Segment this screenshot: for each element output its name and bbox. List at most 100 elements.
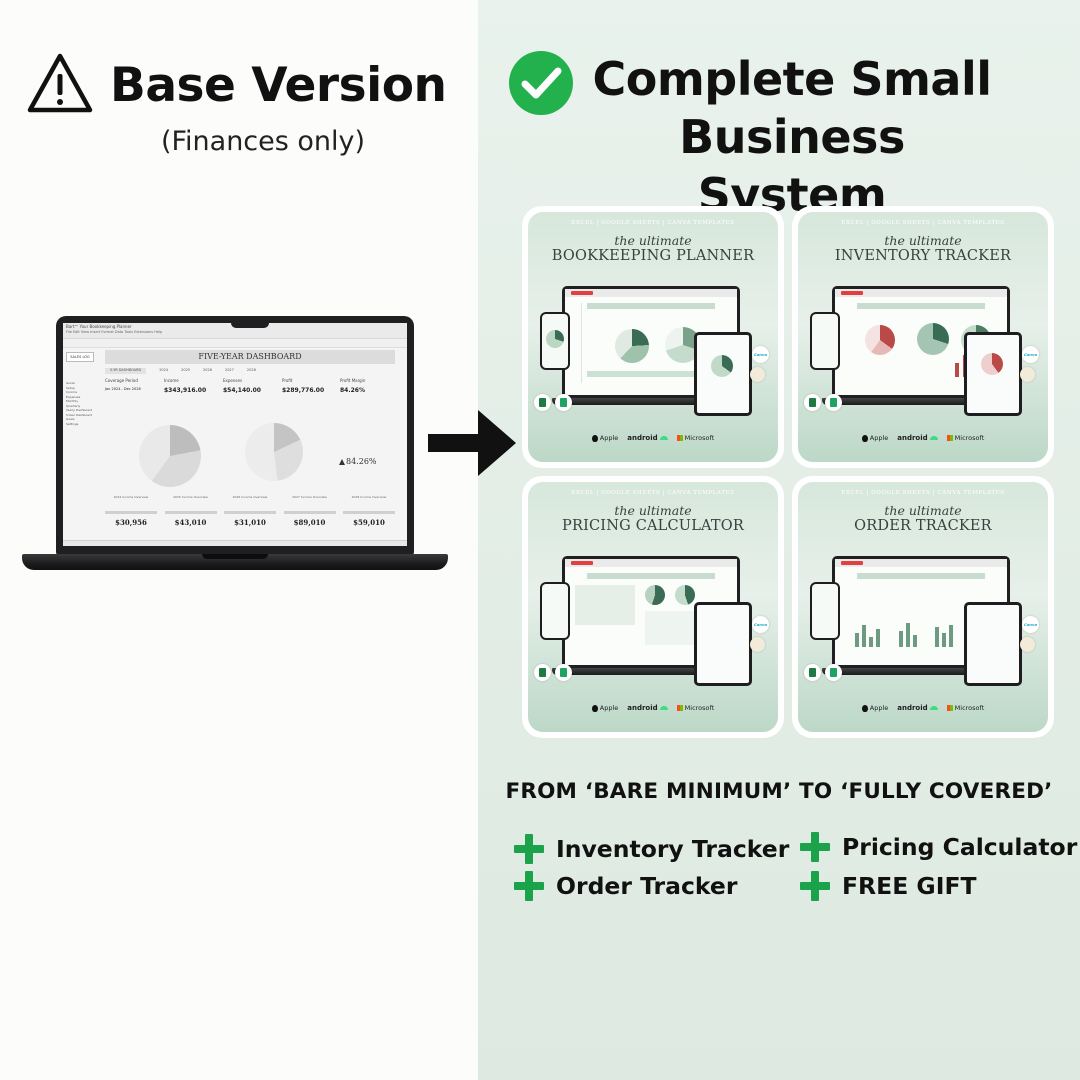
sheet-sidebar: Guide Setup Income Expenses Monthly Quar… (66, 381, 96, 426)
card-italic: the ultimate (884, 233, 962, 248)
kpi-label: Expenses (223, 378, 243, 383)
kpi-profit: Profit $289,776.00 (282, 378, 338, 402)
base-version-subtitle: (Finances only) (160, 126, 366, 157)
card-tablet (694, 332, 752, 416)
platform-logos: Apple android Microsoft (798, 434, 1048, 442)
card-bar (876, 629, 880, 647)
card-phone-screen (812, 584, 838, 638)
card-image: EXCEL | GOOGLE SHEETS | CANVA TEMPLATES … (528, 482, 778, 732)
card-bar (942, 633, 946, 647)
card-screen-topbar (835, 289, 1007, 297)
excel-icon (534, 394, 551, 411)
year-tab: 5-YR DASHBOARD (105, 368, 147, 374)
android-logo: android (897, 704, 938, 712)
apple-label: Apple (599, 704, 619, 712)
android-icon (929, 436, 938, 440)
card-title: ORDER TRACKER (854, 518, 992, 534)
card-italic: the ultimate (884, 503, 962, 518)
year-tab: 2027 (224, 368, 234, 372)
menu-bar: File Edit View Insert Format Data Tools … (66, 330, 163, 334)
year-summary-row: 2024 Income Overview $30,956 2025 Income… (105, 495, 395, 527)
card-pie-chart (917, 323, 949, 355)
kpi-value: $54,140.00 (223, 387, 261, 394)
card-bar (935, 627, 939, 647)
year-summary-bar (283, 511, 336, 514)
card-pie-chart (675, 585, 695, 605)
apple-label: Apple (869, 434, 889, 442)
feature-free-gift: FREE GIFT (800, 871, 977, 901)
microsoft-icon (946, 435, 953, 441)
warning-icon (27, 53, 93, 113)
microsoft-logo: Microsoft (946, 704, 984, 712)
apple-icon (861, 434, 868, 442)
card-pie-chart (865, 325, 895, 355)
card-screen-banner (587, 303, 715, 309)
product-card-bookkeeping[interactable]: EXCEL | GOOGLE SHEETS | CANVA TEMPLATES … (522, 206, 784, 468)
card-tablet-screen (697, 335, 749, 413)
kpi-income: Income $343,916.00 (164, 378, 220, 402)
youtube-tutorial-badge (841, 561, 863, 565)
card-tag: EXCEL | GOOGLE SHEETS | CANVA TEMPLATES (841, 490, 1005, 496)
android-label: android (627, 704, 658, 712)
product-card-inventory[interactable]: EXCEL | GOOGLE SHEETS | CANVA TEMPLATES … (792, 206, 1054, 468)
card-laptop-base (552, 668, 750, 675)
year-summary: 2026 Income Overview $31,010 (224, 495, 276, 527)
kpi-label: Income (164, 378, 179, 383)
card-laptop-base (822, 398, 1020, 405)
microsoft-icon (676, 705, 683, 711)
apple-label: Apple (599, 434, 619, 442)
base-version-title: Base Version (110, 58, 447, 113)
apple-logo: Apple (861, 434, 889, 442)
kpi-profit-margin: Profit Margin 84.26% (340, 378, 396, 402)
product-card-order[interactable]: EXCEL | GOOGLE SHEETS | CANVA TEMPLATES … (792, 476, 1054, 738)
youtube-tutorial-badge (571, 291, 593, 295)
gift-icon (1020, 637, 1035, 652)
card-screen-banner (857, 303, 985, 309)
year-tab: 2024 (159, 368, 169, 372)
kpi-label: Profit Margin (340, 378, 366, 383)
kpi-coverage: Coverage Period Jan 2024 - Dec 2028 (105, 378, 161, 402)
card-bar (855, 633, 859, 647)
year-summary-bar (343, 511, 395, 514)
sheet-tabs-bar (63, 540, 407, 546)
kpi-label: Coverage Period (105, 378, 138, 383)
kpi-value: $343,916.00 (164, 387, 207, 394)
up-arrow-icon (339, 459, 345, 465)
canva-icon: Canva (752, 616, 769, 633)
year-summary-label: 2024 Income Overview (113, 495, 149, 499)
excel-icon (804, 664, 821, 681)
feature-order-tracker: Order Tracker (514, 871, 737, 901)
year-tab: 2026 (203, 368, 212, 372)
product-card-pricing[interactable]: EXCEL | GOOGLE SHEETS | CANVA TEMPLATES … (522, 476, 784, 738)
android-label: android (897, 434, 928, 442)
card-image: EXCEL | GOOGLE SHEETS | CANVA TEMPLATES … (528, 212, 778, 462)
microsoft-icon (946, 705, 953, 711)
apple-icon (591, 704, 598, 712)
year-tabs: 5-YR DASHBOARD 2024 2025 2026 2027 2028 (105, 368, 256, 374)
card-title: PRICING CALCULATOR (562, 518, 744, 534)
card-bar (899, 631, 903, 647)
plus-icon (514, 834, 544, 864)
card-italic: the ultimate (614, 233, 692, 248)
card-pie-chart (981, 353, 1003, 375)
spreadsheet-topbar: Bart™ Your Bookkeeping Planner File Edit… (63, 323, 407, 339)
laptop-base (22, 554, 448, 570)
apple-icon (861, 704, 868, 712)
side-item: Settings (66, 421, 79, 426)
card-tablet (694, 602, 752, 686)
feature-pricing-calculator: Pricing Calculator (800, 832, 1077, 862)
year-summary-bar (164, 511, 217, 514)
card-phone-screen (542, 584, 568, 638)
apple-logo: Apple (591, 434, 619, 442)
card-screen-topbar (835, 559, 1007, 567)
expense-pie-chart (245, 423, 303, 481)
google-sheets-icon (825, 664, 842, 681)
base-laptop-mockup: Bart™ Your Bookkeeping Planner File Edit… (22, 316, 448, 576)
gift-icon (750, 367, 765, 382)
card-data-row (587, 371, 715, 377)
android-logo: android (627, 434, 668, 442)
apple-label: Apple (869, 704, 889, 712)
plus-icon (800, 832, 830, 862)
card-tablet (964, 332, 1022, 416)
card-bar (913, 635, 917, 647)
